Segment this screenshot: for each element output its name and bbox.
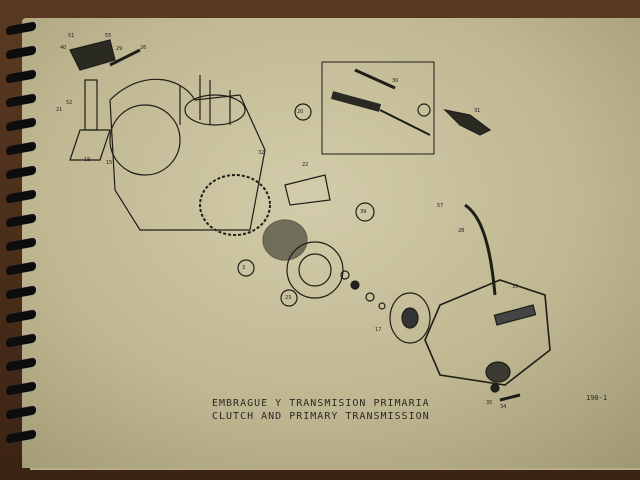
callout-number: 28 bbox=[458, 228, 465, 234]
callout-number: 55 bbox=[105, 33, 112, 39]
manual-page bbox=[22, 18, 640, 468]
callout-number: 30 bbox=[392, 78, 399, 84]
callout-number: 23 bbox=[285, 295, 292, 301]
callout-number: 19 bbox=[84, 157, 91, 163]
callout-number: 22 bbox=[302, 162, 309, 168]
callout-number: 17 bbox=[375, 327, 382, 333]
callout-number: 26 bbox=[140, 45, 147, 51]
callout-number: 52 bbox=[66, 100, 73, 106]
callout-number: 20 bbox=[297, 109, 304, 115]
callout-number: 31 bbox=[474, 108, 481, 114]
callout-number: 35 bbox=[512, 284, 519, 290]
callout-number: 35 bbox=[486, 400, 493, 406]
callout-number: 15 bbox=[106, 160, 113, 166]
callout-number: 21 bbox=[56, 107, 63, 113]
caption-spanish: EMBRAGUE Y TRANSMISION PRIMARIA bbox=[212, 398, 430, 409]
callout-number: 3 bbox=[242, 265, 246, 271]
callout-number: 40 bbox=[60, 45, 67, 51]
callout-number: 32 bbox=[258, 150, 265, 156]
callout-number: 57 bbox=[437, 203, 444, 209]
callout-number: 29 bbox=[116, 46, 123, 52]
page-number: 190-1 bbox=[586, 394, 608, 402]
callout-number: 39 bbox=[360, 209, 367, 215]
callout-number: 34 bbox=[500, 404, 507, 410]
callout-number: 51 bbox=[68, 33, 75, 39]
caption-english: CLUTCH AND PRIMARY TRANSMISSION bbox=[212, 411, 430, 422]
